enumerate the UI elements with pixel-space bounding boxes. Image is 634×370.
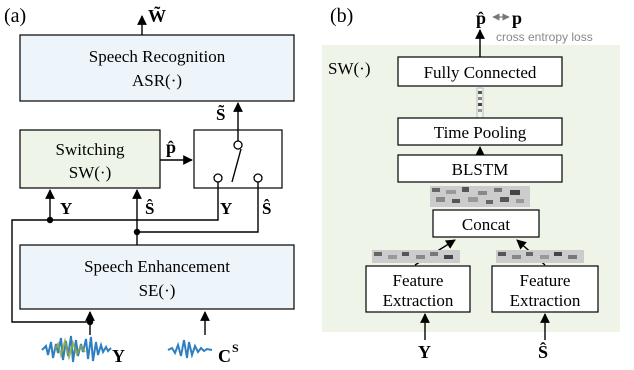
- switch-y-label: Y: [220, 199, 232, 218]
- feature-extraction-right-line2: Extraction: [510, 291, 581, 310]
- input-s-hat-label: Ŝ: [538, 341, 548, 362]
- feature-extraction-left-line1: Feature: [393, 271, 444, 290]
- s-tilde-label: S̃: [216, 104, 225, 124]
- waveform-y-label: Y: [112, 346, 125, 366]
- feature-extraction-right-line1: Feature: [520, 271, 571, 290]
- switch-lever: [231, 148, 242, 183]
- switch-s-hat-label: Ŝ: [262, 199, 271, 218]
- asr-output-label: W̃: [148, 6, 166, 26]
- switching-box: Switching SW(·): [19, 129, 161, 189]
- output-loss: p̂ p cross entropy loss: [476, 8, 593, 44]
- s-hat-wiring: [132, 182, 259, 245]
- concat-feature-texture: [430, 186, 530, 207]
- y-wiring: [11, 182, 219, 335]
- waveform-c-superscript: S: [232, 341, 239, 355]
- feature-extraction-right-box: Feature Extraction: [491, 265, 599, 313]
- switching-function: SW(·): [69, 163, 111, 182]
- time-pooling-label: Time Pooling: [434, 123, 527, 142]
- switch-box: [193, 129, 283, 189]
- asr-box: Speech Recognition ASR(·): [19, 34, 295, 102]
- se-title: Speech Enhancement: [84, 257, 230, 276]
- fully-connected-box: Fully Connected: [397, 56, 563, 87]
- right-feature-texture: [496, 250, 584, 263]
- asr-function: ASR(·): [132, 71, 182, 90]
- feature-extraction-left-line2: Extraction: [383, 291, 454, 310]
- blstm-box: BLSTM: [397, 154, 563, 183]
- switching-title: Switching: [56, 140, 125, 159]
- waveform-y: Y: [41, 335, 125, 366]
- se-box: Speech Enhancement SE(·): [19, 244, 295, 310]
- sw-panel-label: SW(·): [328, 59, 370, 78]
- output-p: p: [512, 8, 522, 28]
- concat-label: Concat: [462, 215, 510, 234]
- time-pooling-box: Time Pooling: [397, 117, 563, 146]
- asr-title: Speech Recognition: [89, 47, 226, 66]
- s-hat-label: Ŝ: [145, 199, 154, 218]
- panel-b-label: (b): [330, 5, 353, 27]
- waveform-c: C S: [167, 311, 239, 366]
- p-hat-label: p̂: [166, 137, 176, 157]
- left-feature-texture: [372, 250, 460, 263]
- concat-box: Concat: [432, 209, 540, 238]
- blstm-label: BLSTM: [452, 160, 509, 179]
- waveform-c-label: C: [218, 346, 231, 366]
- pooled-feature-icon: [476, 87, 484, 119]
- feature-extraction-left-box: Feature Extraction: [365, 265, 471, 313]
- fully-connected-label: Fully Connected: [424, 63, 537, 82]
- se-function: SE(·): [139, 281, 176, 300]
- output-p-hat: p̂: [476, 8, 486, 28]
- loss-label: cross entropy loss: [496, 30, 593, 44]
- panel-a-label: (a): [4, 5, 26, 27]
- input-y-label: Y: [418, 342, 431, 362]
- y-label: Y: [60, 199, 72, 218]
